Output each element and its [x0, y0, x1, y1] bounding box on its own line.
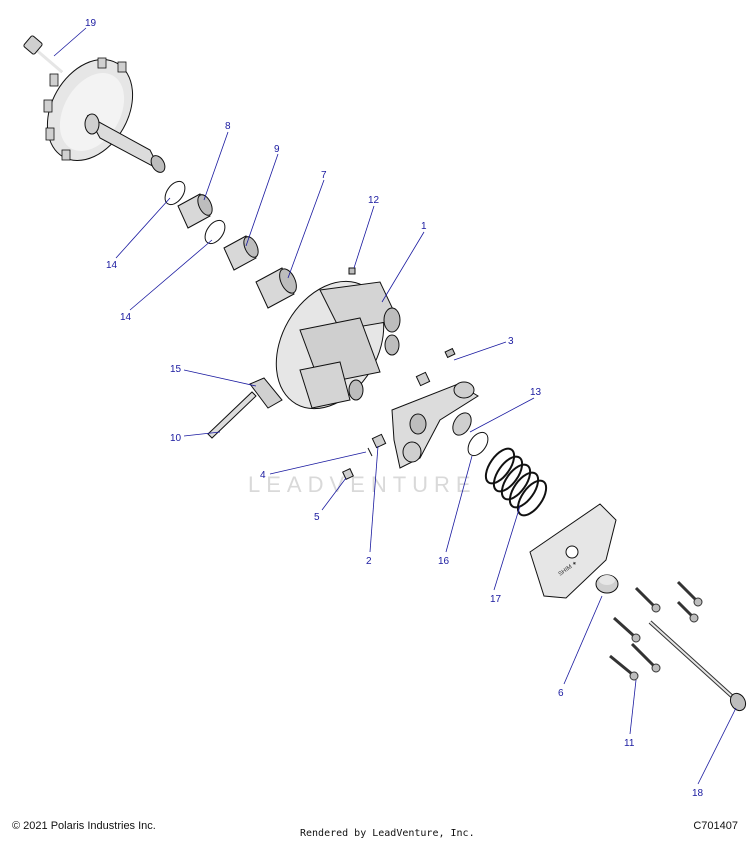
part-4-washer[interactable]: [367, 447, 373, 457]
part-13-nut[interactable]: [449, 410, 475, 439]
callout-13[interactable]: 13: [530, 387, 542, 398]
callout-11[interactable]: 11: [624, 738, 635, 749]
part-11-bolts[interactable]: [609, 580, 703, 681]
part-16-ring[interactable]: [464, 429, 492, 459]
callout-6[interactable]: 6: [558, 688, 564, 699]
callout-8[interactable]: 8: [225, 121, 231, 132]
callout-15[interactable]: 15: [170, 364, 182, 375]
callout-3[interactable]: 3: [508, 336, 514, 347]
part-1-moveable-sheave[interactable]: [254, 262, 405, 428]
part-14-oring-2[interactable]: [201, 217, 229, 247]
diagram-code: C701407: [693, 820, 738, 832]
rendered-by-text: Rendered by LeadVenture, Inc.: [300, 828, 475, 839]
callout-10[interactable]: 10: [170, 433, 182, 444]
callout-12[interactable]: 12: [368, 195, 380, 206]
part-10-pin[interactable]: [207, 391, 257, 439]
cover-plate[interactable]: SHIM ✦: [529, 503, 617, 599]
callout-16[interactable]: 16: [438, 556, 450, 567]
callout-5[interactable]: 5: [314, 512, 320, 523]
callout-19[interactable]: 19: [85, 18, 97, 29]
part-2-bushing[interactable]: [371, 433, 387, 449]
callout-labels: 19 8 9 7 12 1 14 14 3 15 13 10 4 5 2 16 …: [85, 18, 704, 799]
part-8-bushing[interactable]: [177, 192, 215, 229]
callout-1[interactable]: 1: [421, 221, 427, 232]
callout-14-lower[interactable]: 14: [120, 312, 132, 323]
part-6-bushing[interactable]: [595, 574, 619, 594]
fixed-sheave[interactable]: [30, 44, 168, 176]
part-5-roller[interactable]: [342, 468, 354, 480]
spider[interactable]: [391, 381, 479, 469]
leader-lines: [53, 27, 737, 785]
part-7-bushing[interactable]: [255, 266, 300, 309]
callout-18[interactable]: 18: [692, 788, 704, 799]
part-17-spring[interactable]: [480, 444, 551, 520]
part-15-weight[interactable]: [249, 377, 283, 409]
callout-7[interactable]: 7: [321, 170, 327, 181]
copyright-text: © 2021 Polaris Industries Inc.: [12, 820, 156, 832]
part-9-bushing[interactable]: [223, 234, 261, 271]
callout-2[interactable]: 2: [366, 556, 372, 567]
part-19-bolt[interactable]: [23, 35, 63, 74]
part-14-oring-1[interactable]: [161, 178, 189, 208]
part-18-long-bolt[interactable]: [648, 620, 749, 713]
watermark-text: LEADVENTURE: [248, 472, 477, 497]
callout-9[interactable]: 9: [274, 144, 280, 155]
callout-4[interactable]: 4: [260, 470, 266, 481]
callout-14-upper[interactable]: 14: [106, 260, 118, 271]
callout-17[interactable]: 17: [490, 594, 502, 605]
part-3-roller[interactable]: [415, 347, 456, 387]
